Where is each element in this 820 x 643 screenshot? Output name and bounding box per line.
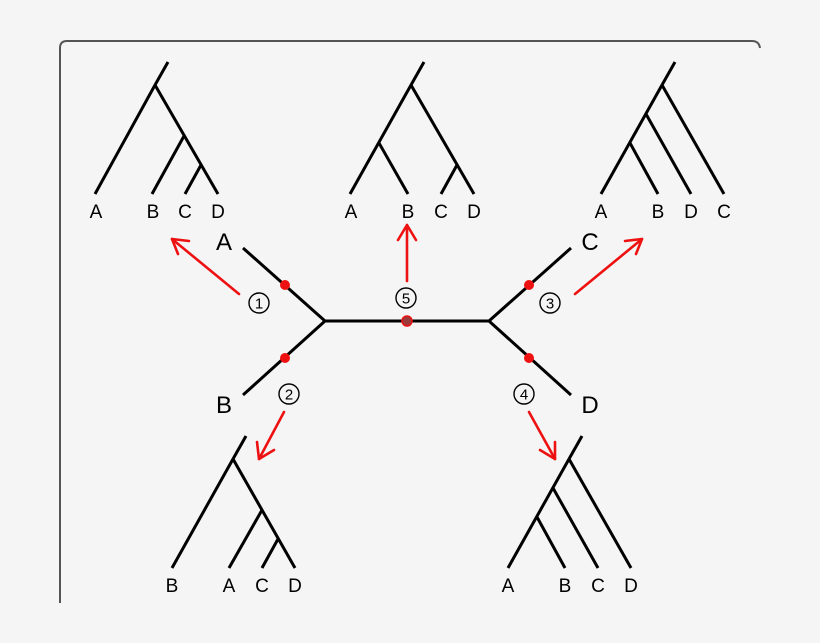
position-marker-4: 4 xyxy=(513,383,535,405)
leaf-label: A xyxy=(502,576,515,597)
svg-text:5: 5 xyxy=(402,291,410,308)
leaf-label: A xyxy=(90,202,103,223)
root-position-dot-1 xyxy=(280,280,290,290)
leaf-label: C xyxy=(591,576,605,597)
leaf-label: D xyxy=(288,576,302,597)
leaf-label: D xyxy=(211,202,225,223)
leaf-label: D xyxy=(467,202,481,223)
arrow-5-icon xyxy=(396,223,418,283)
svg-text:1: 1 xyxy=(255,296,263,313)
leaf-label: C xyxy=(178,202,192,223)
root-position-dot-3 xyxy=(524,280,534,290)
leaf-label: A xyxy=(223,576,236,597)
root-position-dot-5 xyxy=(401,315,413,327)
leaf-label: C xyxy=(434,202,448,223)
svg-text:3: 3 xyxy=(546,296,554,313)
leaf-label: B xyxy=(166,576,179,597)
leaf-label: B xyxy=(559,576,572,597)
root-position-dot-4 xyxy=(524,353,534,363)
leaf-label: A xyxy=(345,202,358,223)
position-marker-1: 1 xyxy=(248,292,270,314)
position-marker-5: 5 xyxy=(395,287,417,309)
leaf-label: D xyxy=(684,202,698,223)
rooted-tree-4: A B C D xyxy=(502,435,638,597)
unrooted-leaf-a: A xyxy=(216,229,232,256)
leaf-label: A xyxy=(595,202,608,223)
unrooted-leaf-b: B xyxy=(216,392,232,419)
rooted-tree-5: A B C D xyxy=(345,61,481,223)
position-marker-3: 3 xyxy=(539,292,561,314)
arrow-2-icon xyxy=(255,410,286,461)
root-position-dot-2 xyxy=(280,353,290,363)
frame-border xyxy=(59,40,761,603)
leaf-label: B xyxy=(652,202,665,223)
position-marker-2: 2 xyxy=(278,383,300,405)
arrow-1-icon xyxy=(170,237,241,296)
unrooted-leaf-c: C xyxy=(581,229,598,256)
leaf-label: B xyxy=(402,202,415,223)
svg-text:4: 4 xyxy=(520,387,528,404)
unrooted-tree: A B C D xyxy=(216,229,599,419)
leaf-label: C xyxy=(717,202,731,223)
unrooted-leaf-d: D xyxy=(581,392,598,419)
rooted-tree-2: B A C D xyxy=(166,435,302,597)
rooted-tree-3: A B D C xyxy=(595,61,731,223)
arrow-3-icon xyxy=(573,237,644,296)
leaf-label: B xyxy=(147,202,160,223)
rooted-tree-1: A B C D xyxy=(90,61,225,223)
svg-text:2: 2 xyxy=(285,387,293,404)
leaf-label: C xyxy=(255,576,269,597)
leaf-label: D xyxy=(624,576,638,597)
arrow-4-icon xyxy=(527,410,557,461)
